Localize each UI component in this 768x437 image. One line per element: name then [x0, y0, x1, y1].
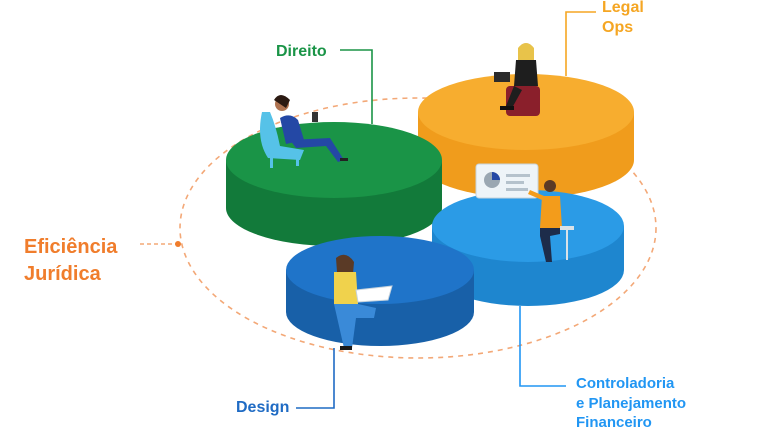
design-label: Design — [236, 398, 289, 418]
orbit-ellipse — [179, 97, 657, 359]
eficiencia-dot — [175, 241, 181, 247]
design-label-line: Design — [236, 399, 290, 416]
presenter-illustration — [475, 163, 574, 262]
legal-ops-label: Legal Ops — [602, 0, 644, 38]
person-armchair-illustration — [260, 95, 348, 168]
legal-ops-label-line: Legal — [602, 0, 644, 16]
controladoria-label-line: Financeiro — [576, 414, 652, 431]
center-label-line: Eficiência — [24, 236, 118, 258]
legal-ops-label-line: Ops — [602, 19, 634, 36]
center-label-line: Jurídica — [24, 263, 101, 285]
direito-label: Direito — [276, 42, 327, 62]
controladoria-label: Controladoria e Planejamento Financeiro — [576, 374, 686, 433]
person-laptop-illustration — [494, 43, 540, 116]
direito-label-line: Direito — [276, 43, 327, 60]
person-writing-illustration — [334, 254, 393, 350]
controladoria-connector — [519, 306, 566, 387]
controladoria-label-line: Controladoria — [576, 375, 675, 392]
design-disc — [286, 236, 474, 346]
controladoria-label-line: e Planejamento — [576, 394, 687, 412]
direito-disc — [226, 122, 442, 246]
direito-connector — [340, 49, 373, 124]
design-connector — [296, 348, 335, 409]
legal-ops-connector — [565, 11, 596, 76]
controladoria-disc — [432, 190, 624, 306]
center-label: Eficiência Jurídica — [24, 234, 117, 288]
